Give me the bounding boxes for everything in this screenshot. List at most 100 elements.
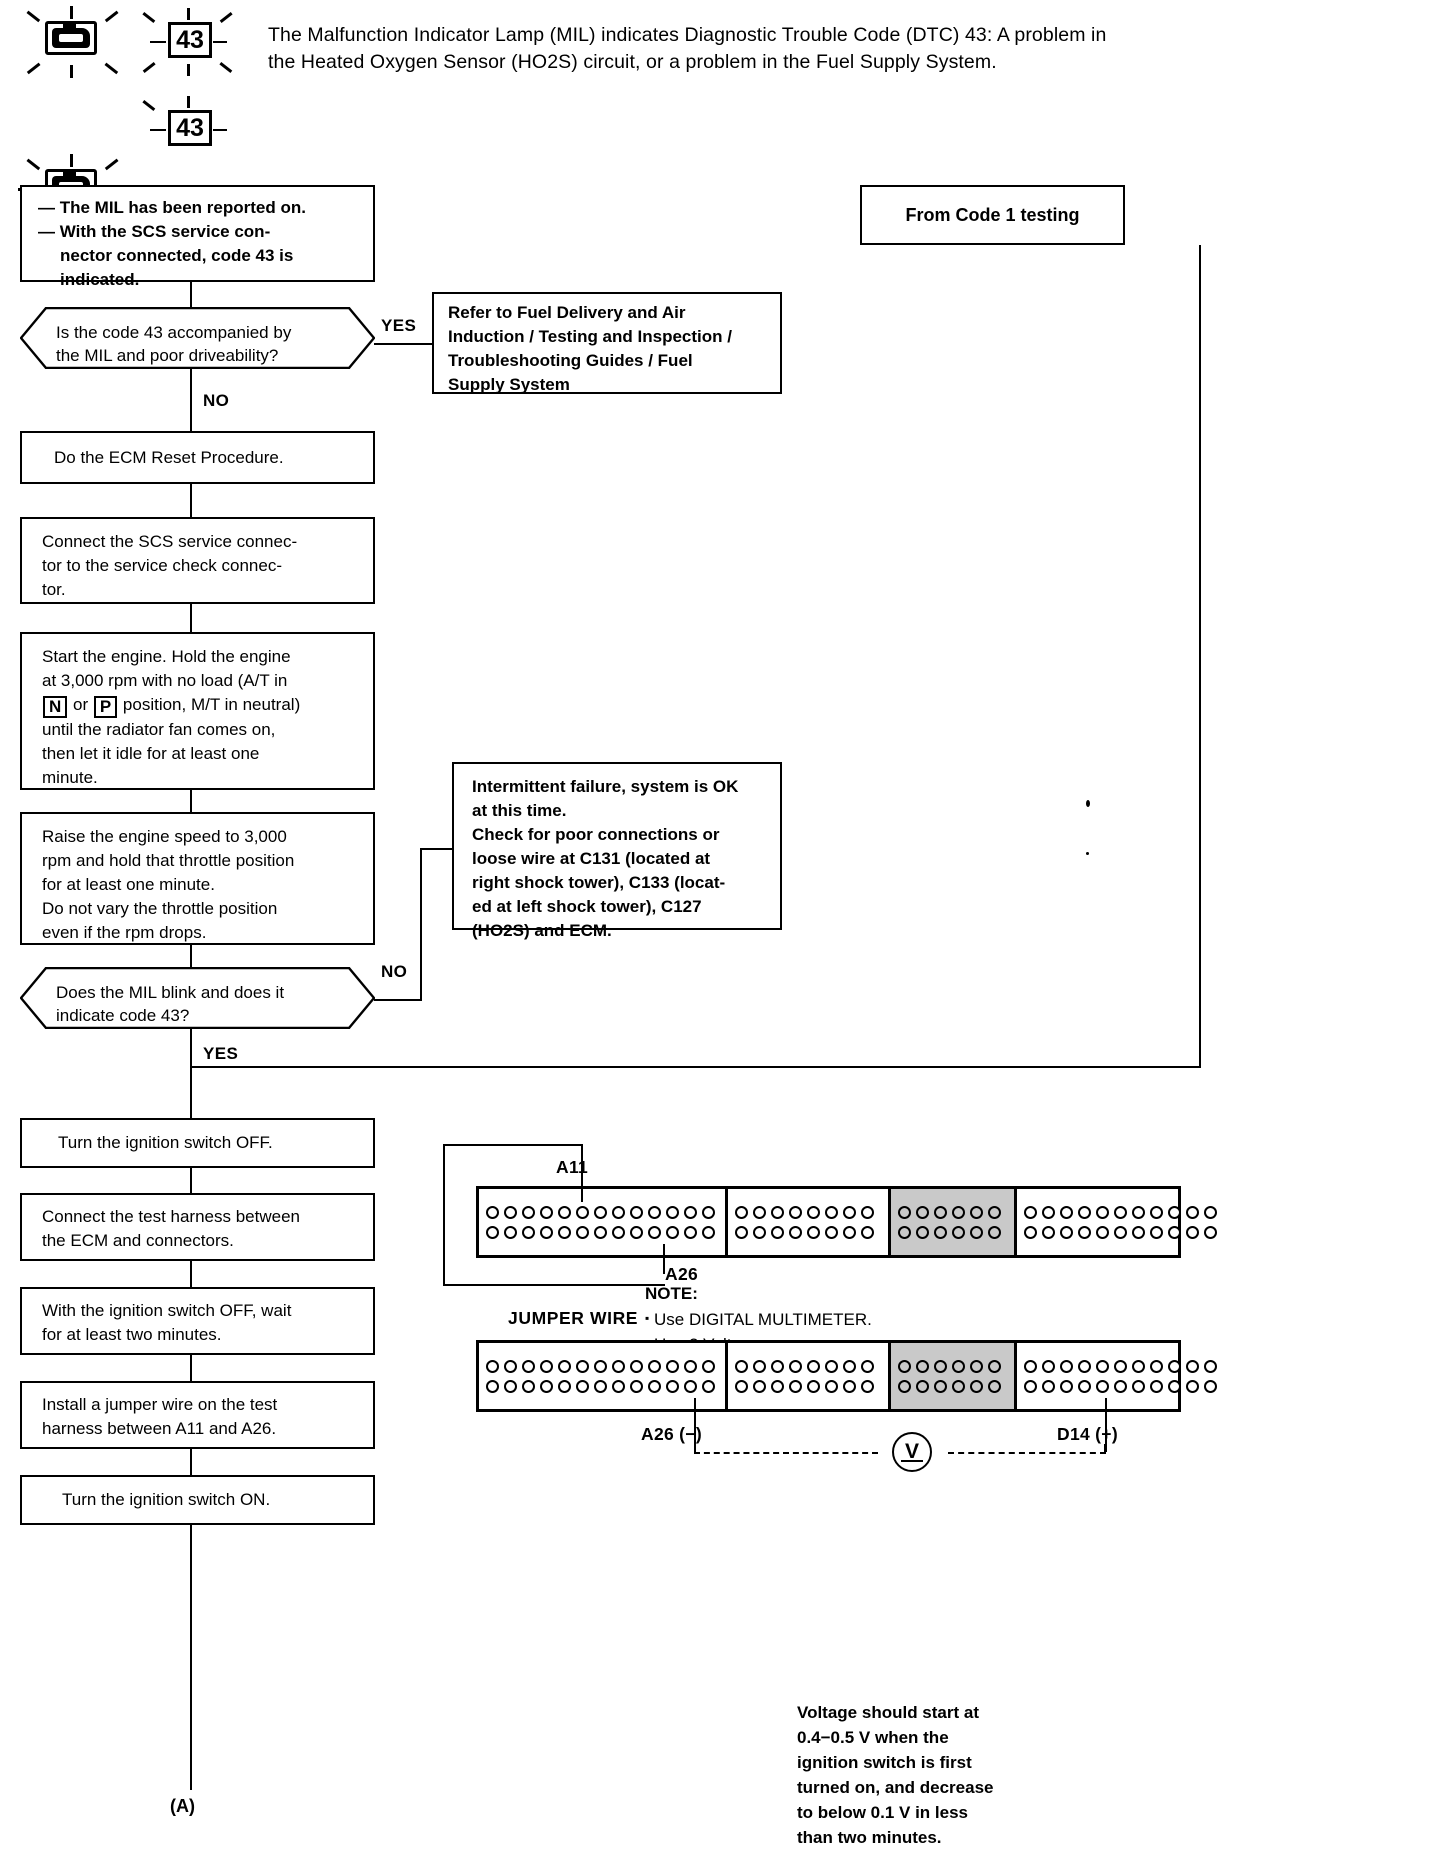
engine-line4: until the radiator fan comes on, <box>42 720 276 739</box>
connector-decision2-no-h <box>374 999 422 1002</box>
pin <box>1060 1379 1073 1393</box>
pin <box>1114 1205 1127 1219</box>
pin <box>789 1205 802 1219</box>
pin <box>612 1225 625 1239</box>
harness-line1: Connect the test harness between <box>42 1207 300 1226</box>
pin <box>1096 1225 1109 1239</box>
pin-row-top <box>1024 1205 1217 1219</box>
pin <box>753 1225 766 1239</box>
pin <box>630 1359 643 1373</box>
decision-mil-blink-code43: Does the MIL blink and does it indicate … <box>20 967 375 1029</box>
connector-no-to-intermittent <box>420 848 452 851</box>
pin <box>934 1205 947 1219</box>
step-install-jumper-wire: Install a jumper wire on the test harnes… <box>20 1381 375 1449</box>
step-ignition-on: Turn the ignition switch ON. <box>20 1475 375 1525</box>
pin <box>916 1225 929 1239</box>
intermittent-line3: Check for poor connections or <box>472 825 720 844</box>
pin <box>970 1379 983 1393</box>
pin <box>1150 1359 1163 1373</box>
voltage-note: Voltage should start at 0.4−0.5 V when t… <box>797 1700 1127 1850</box>
pin <box>702 1225 715 1239</box>
pin <box>558 1379 571 1393</box>
pin <box>1078 1379 1091 1393</box>
pin-row-bottom <box>486 1225 718 1239</box>
pin <box>612 1379 625 1393</box>
connector-scs-to-engine <box>190 604 193 632</box>
pin <box>684 1225 697 1239</box>
pin <box>843 1379 856 1393</box>
pin <box>1024 1359 1037 1373</box>
pin <box>1042 1205 1055 1219</box>
pin-row-top <box>486 1205 718 1219</box>
pin <box>576 1205 589 1219</box>
pin <box>702 1359 715 1373</box>
pin <box>558 1225 571 1239</box>
pin <box>540 1359 553 1373</box>
step-ecm-reset-label: Do the ECM Reset Procedure. <box>54 447 284 467</box>
voltage-note-line6: than two minutes. <box>797 1828 942 1847</box>
pin <box>486 1205 499 1219</box>
note-item-1-label: Use DIGITAL MULTIMETER. <box>654 1310 872 1329</box>
pin <box>735 1359 748 1373</box>
voltmeter-label: V <box>904 1440 919 1463</box>
pin <box>1114 1225 1127 1239</box>
wait-line2: for at least two minutes. <box>42 1325 222 1344</box>
meter-wire-left-drop <box>694 1444 697 1454</box>
raise-line3: for at least one minute. <box>42 875 215 894</box>
engine-line1: Start the engine. Hold the engine <box>42 647 291 666</box>
pin-row-bottom <box>1024 1379 1217 1393</box>
pin <box>612 1359 625 1373</box>
pin <box>612 1205 625 1219</box>
pin <box>1204 1359 1217 1373</box>
pin <box>1096 1379 1109 1393</box>
pin <box>1114 1359 1127 1373</box>
pin <box>970 1205 983 1219</box>
pin <box>576 1225 589 1239</box>
pin <box>630 1205 643 1219</box>
connector-harness-to-wait <box>190 1261 193 1287</box>
pin <box>1060 1225 1073 1239</box>
label-d14-plus: D14 (+) <box>1057 1424 1118 1444</box>
dtc-code-value: 43 <box>168 22 212 58</box>
step-raise-engine-speed: Raise the engine speed to 3,000 rpm and … <box>20 812 375 945</box>
pin <box>1060 1205 1073 1219</box>
pin <box>486 1359 499 1373</box>
pin <box>1132 1225 1145 1239</box>
pin <box>1096 1205 1109 1219</box>
voltage-note-line4: turned on, and decrease <box>797 1778 994 1797</box>
pin <box>1186 1205 1199 1219</box>
pin <box>504 1359 517 1373</box>
voltage-note-line2: 0.4−0.5 V when the <box>797 1728 949 1747</box>
pin <box>970 1359 983 1373</box>
pin <box>684 1379 697 1393</box>
intermittent-failure-box: Intermittent failure, system is OK at th… <box>452 762 782 940</box>
pin <box>771 1225 784 1239</box>
pin <box>648 1205 661 1219</box>
pin <box>807 1205 820 1219</box>
connector2-segment-4 <box>1017 1343 1224 1409</box>
pin <box>1114 1379 1127 1393</box>
pin <box>843 1359 856 1373</box>
pin <box>807 1225 820 1239</box>
voltage-note-line1: Voltage should start at <box>797 1703 979 1722</box>
pin <box>898 1225 911 1239</box>
pin-row-bottom <box>898 1379 1007 1393</box>
pin <box>576 1359 589 1373</box>
note-item-1: ▪ Use DIGITAL MULTIMETER. <box>645 1306 872 1332</box>
pin <box>594 1379 607 1393</box>
pin-row-bottom <box>1024 1225 1217 1239</box>
pin <box>1132 1359 1145 1373</box>
pin <box>648 1379 661 1393</box>
decision2-line1: Does the MIL blink and does it <box>56 983 285 1002</box>
pin-row-top <box>735 1205 881 1219</box>
pin <box>576 1379 589 1393</box>
mil-code-box-2: 43 <box>140 96 235 160</box>
pin <box>522 1205 535 1219</box>
decision2-no-label: NO <box>378 962 411 982</box>
step-connect-harness: Connect the test harness between the ECM… <box>20 1193 375 1261</box>
a11-bracket-left <box>443 1144 446 1284</box>
pin <box>1168 1205 1181 1219</box>
step-ignition-off: Turn the ignition switch OFF. <box>20 1118 375 1168</box>
pin <box>1150 1205 1163 1219</box>
a11-bracket-right <box>581 1144 584 1184</box>
